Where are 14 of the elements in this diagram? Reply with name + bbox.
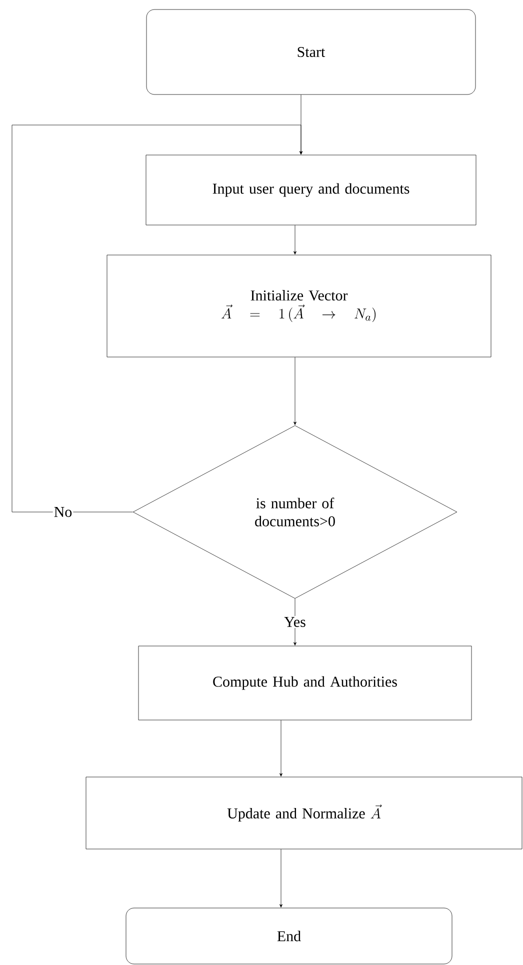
arrow <box>294 225 296 254</box>
edge-label: No <box>52 506 74 518</box>
process-box: Initialize Vector $\vec{A} = 1\,(\vec{A} \rightarrow N_a)$ <box>106 254 492 358</box>
arrow <box>12 124 302 512</box>
process-box: Update and Normalize $\vec{A}$ <box>86 776 522 850</box>
arrow <box>280 720 282 776</box>
arrow <box>294 357 296 425</box>
process-box: Input user query and documents <box>146 154 476 226</box>
arrow <box>294 598 296 646</box>
terminal-box: End <box>126 908 452 964</box>
terminal-box: Start <box>146 9 476 95</box>
edge-label: Yes <box>283 616 307 628</box>
arrow <box>280 849 282 908</box>
process-box: Compute Hub and Authorities <box>138 646 472 720</box>
